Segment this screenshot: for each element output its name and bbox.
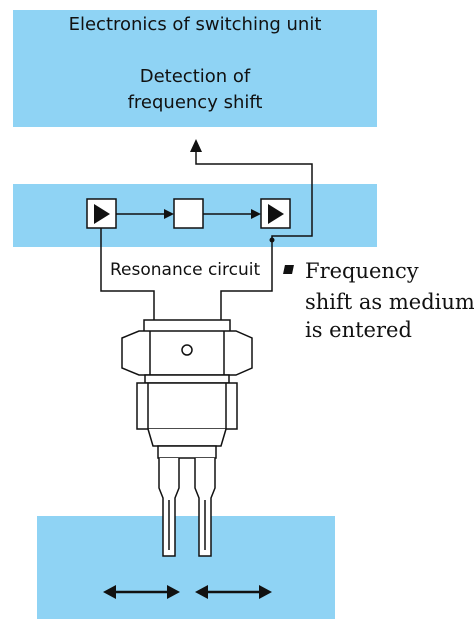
medium-panel	[37, 516, 335, 619]
frequency-note-line1: Frequency	[305, 259, 419, 283]
amplifier-in-icon	[86, 198, 117, 229]
amplifier-out-icon	[260, 198, 291, 229]
feedback-line	[195, 150, 313, 240]
bullet-icon	[283, 265, 294, 274]
detection-label-line2: frequency shift	[127, 92, 263, 113]
arrow-right-icon	[164, 209, 174, 219]
frequency-note-line3: is entered	[305, 318, 412, 342]
resonance-circuit-label: Resonance circuit	[108, 260, 263, 280]
oscillation-arrows-icon	[103, 585, 272, 599]
resonance-wires	[100, 228, 273, 322]
switching-unit-panel	[13, 10, 377, 127]
frequency-note-line2: shift as medium	[305, 290, 474, 314]
filter-icon	[173, 198, 204, 229]
detection-label-line1: Detection of	[139, 66, 251, 87]
vibration-sensor	[121, 319, 253, 557]
arrow-up-icon	[190, 139, 202, 152]
switching-unit-title: Electronics of switching unit	[68, 14, 322, 35]
arrow-right-icon	[251, 209, 261, 219]
